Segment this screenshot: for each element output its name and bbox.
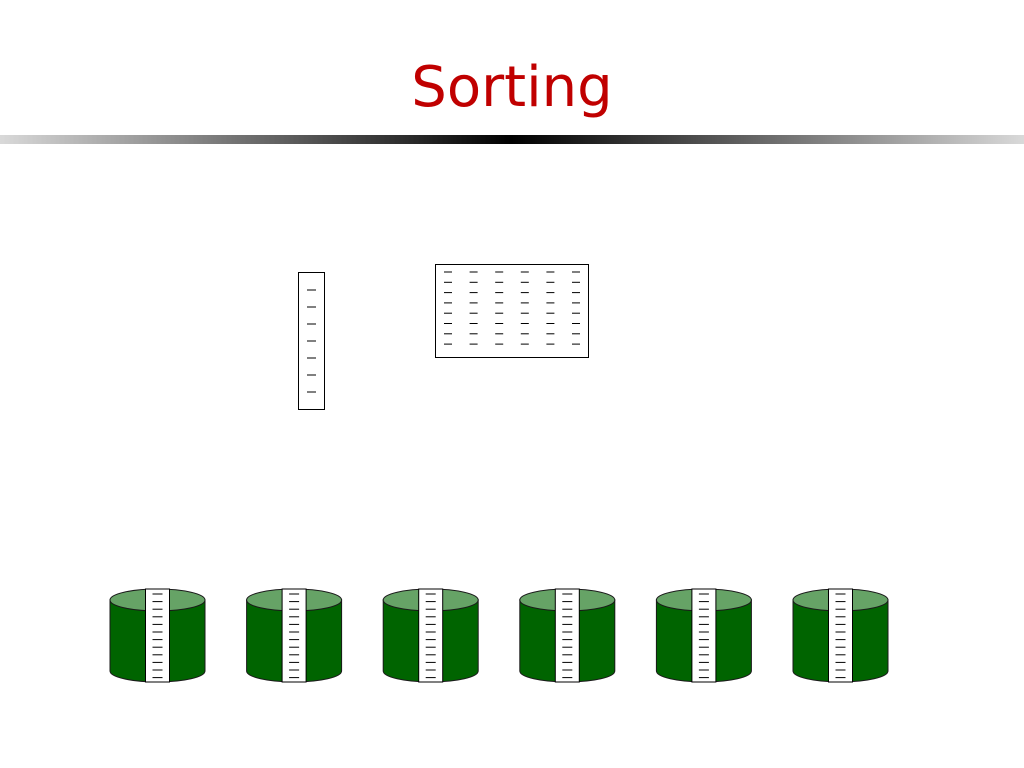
input-buffer: [298, 272, 325, 410]
memory-buffer-box: [435, 264, 589, 358]
disk: [519, 588, 616, 683]
disk-record-strip: [145, 588, 170, 683]
disk-record-strip: [281, 588, 307, 683]
disk-record-strip: [554, 588, 580, 683]
title-rule: [0, 135, 1024, 144]
slide-title: Sorting: [411, 55, 613, 120]
disk-record-strip: [691, 588, 717, 683]
disk: [109, 588, 206, 683]
disk: [382, 588, 479, 683]
disk-row: [109, 588, 889, 683]
disk: [246, 588, 343, 683]
memory-buffer: [435, 264, 589, 358]
disk-record-strip: [828, 588, 853, 683]
disk: [655, 588, 752, 683]
disk: [792, 588, 889, 683]
disk-record-strip: [418, 588, 444, 683]
